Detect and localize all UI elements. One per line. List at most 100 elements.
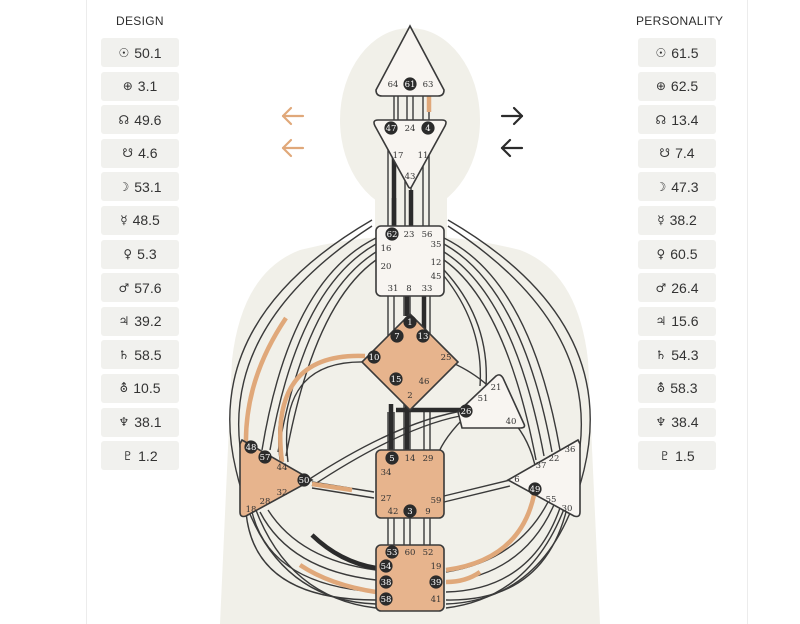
gate-19[interactable]: 19 — [431, 562, 442, 572]
personality-activation-pluto[interactable]: ♇1.5 — [638, 441, 716, 471]
gate-47[interactable]: 47 — [384, 121, 398, 135]
gate-41[interactable]: 41 — [431, 595, 442, 605]
gate-7[interactable]: 7 — [390, 329, 404, 343]
gate-9[interactable]: 9 — [425, 507, 430, 517]
gate-37[interactable]: 37 — [536, 461, 547, 471]
personality-activation-mercury[interactable]: ☿ 38.2 — [638, 205, 716, 235]
gate-10[interactable]: 10 — [367, 350, 381, 364]
gate-64[interactable]: 64 — [388, 80, 399, 90]
gate-56[interactable]: 56 — [422, 230, 433, 240]
gate-60[interactable]: 60 — [405, 548, 416, 558]
gate-24[interactable]: 24 — [405, 124, 416, 134]
personality-activation-sun[interactable]: ☉61.5 — [638, 38, 716, 67]
gate-29[interactable]: 29 — [423, 454, 434, 464]
gate-61[interactable]: 61 — [403, 77, 417, 91]
gate-8[interactable]: 8 — [406, 284, 411, 294]
gate-39[interactable]: 39 — [429, 575, 443, 589]
gate-51[interactable]: 51 — [478, 394, 489, 404]
gate-63[interactable]: 63 — [423, 80, 434, 90]
gate-3[interactable]: 3 — [403, 504, 417, 518]
gate-17[interactable]: 17 — [393, 151, 404, 161]
gate-number: 6 — [514, 475, 519, 485]
gate-number: 35 — [431, 240, 442, 250]
gate-30[interactable]: 30 — [562, 504, 573, 514]
gate-59[interactable]: 59 — [431, 496, 442, 506]
design-activation-jupiter[interactable]: ♃39.2 — [101, 306, 179, 336]
gate-1[interactable]: 1 — [403, 315, 417, 329]
design-activation-mercury[interactable]: ☿48.5 — [101, 205, 179, 235]
gate-33[interactable]: 33 — [422, 284, 433, 294]
gate-38[interactable]: 38 — [379, 575, 393, 589]
design-activation-neptune[interactable]: ♆38.1 — [101, 407, 179, 437]
gate-58[interactable]: 58 — [379, 592, 393, 606]
gate-2[interactable]: 2 — [407, 391, 412, 401]
personality-arrow-left-icon — [500, 138, 524, 158]
personality-activation-saturn[interactable]: ♄54.3 — [638, 340, 716, 370]
venus-icon: ♀ — [656, 247, 666, 262]
gate-13[interactable]: 13 — [416, 329, 430, 343]
gate-26[interactable]: 26 — [459, 404, 473, 418]
personality-activation-venus[interactable]: ♀60.5 — [638, 239, 716, 269]
personality-activation-jupiter[interactable]: ♃15.6 — [638, 306, 716, 336]
gate-40[interactable]: 40 — [506, 417, 517, 427]
activation-value: 47.3 — [671, 178, 699, 195]
gate-44[interactable]: 44 — [277, 463, 288, 473]
design-activation-uranus[interactable]: ⛢10.5 — [101, 373, 179, 403]
gate-25[interactable]: 25 — [441, 353, 452, 363]
gate-18[interactable]: 18 — [246, 505, 257, 515]
gate-4[interactable]: 4 — [421, 121, 435, 135]
gate-35[interactable]: 35 — [431, 240, 442, 250]
gate-6[interactable]: 6 — [514, 475, 519, 485]
gate-57[interactable]: 57 — [258, 450, 272, 464]
personality-activation-earth[interactable]: ⊕62.5 — [638, 71, 716, 101]
gate-45[interactable]: 45 — [431, 272, 442, 282]
mercury-icon: ☿ — [657, 213, 665, 228]
gate-23[interactable]: 23 — [404, 230, 415, 240]
gate-22[interactable]: 22 — [549, 454, 560, 464]
gate-active-marker — [385, 545, 399, 559]
gate-14[interactable]: 14 — [405, 454, 416, 464]
gate-number: 60 — [405, 548, 416, 558]
gate-53[interactable]: 53 — [385, 545, 399, 559]
design-activation-mars[interactable]: ♂57.6 — [101, 273, 179, 303]
gate-12[interactable]: 12 — [431, 258, 442, 268]
gate-49[interactable]: 49 — [528, 482, 542, 496]
gate-27[interactable]: 27 — [381, 494, 392, 504]
gate-36[interactable]: 36 — [565, 445, 576, 455]
gate-62[interactable]: 62 — [385, 227, 399, 241]
design-activation-moon[interactable]: ☽53.1 — [101, 172, 179, 202]
personality-activation-moon[interactable]: ☽47.3 — [638, 172, 716, 202]
personality-activation-neptune[interactable]: ♆38.4 — [638, 407, 716, 437]
gate-28[interactable]: 28 — [260, 497, 271, 507]
gate-15[interactable]: 15 — [389, 372, 403, 386]
gate-32[interactable]: 32 — [277, 488, 288, 498]
design-activation-north-node[interactable]: ☊49.6 — [101, 105, 179, 135]
gate-48[interactable]: 48 — [244, 440, 258, 454]
gate-5[interactable]: 5 — [385, 451, 399, 465]
gate-42[interactable]: 42 — [388, 507, 399, 517]
activation-value: 38.2 — [669, 212, 697, 229]
gate-52[interactable]: 52 — [423, 548, 434, 558]
design-activation-sun[interactable]: ☉50.1 — [101, 38, 179, 67]
personality-activation-south-node[interactable]: ☋7.4 — [638, 138, 716, 168]
gate-55[interactable]: 55 — [546, 495, 557, 505]
personality-activation-mars[interactable]: ♂26.4 — [638, 273, 716, 303]
personality-activation-uranus[interactable]: ⛢58.3 — [638, 373, 716, 403]
design-activation-south-node[interactable]: ☋4.6 — [101, 138, 179, 168]
gate-number: 41 — [431, 595, 442, 605]
personality-activation-north-node[interactable]: ☊13.4 — [638, 105, 716, 135]
gate-16[interactable]: 16 — [381, 244, 392, 254]
design-activation-earth[interactable]: ⊕3.1 — [101, 71, 179, 101]
design-activation-venus[interactable]: ♀5.3 — [101, 239, 179, 269]
design-activation-saturn[interactable]: ♄58.5 — [101, 340, 179, 370]
gate-20[interactable]: 20 — [381, 262, 392, 272]
gate-46[interactable]: 46 — [419, 377, 430, 387]
design-activation-pluto[interactable]: ♇1.2 — [101, 441, 179, 471]
gate-43[interactable]: 43 — [405, 172, 416, 182]
gate-31[interactable]: 31 — [388, 284, 399, 294]
gate-50[interactable]: 50 — [297, 473, 311, 487]
gate-21[interactable]: 21 — [491, 383, 502, 393]
gate-54[interactable]: 54 — [379, 559, 393, 573]
gate-34[interactable]: 34 — [381, 468, 392, 478]
gate-11[interactable]: 11 — [418, 151, 429, 161]
